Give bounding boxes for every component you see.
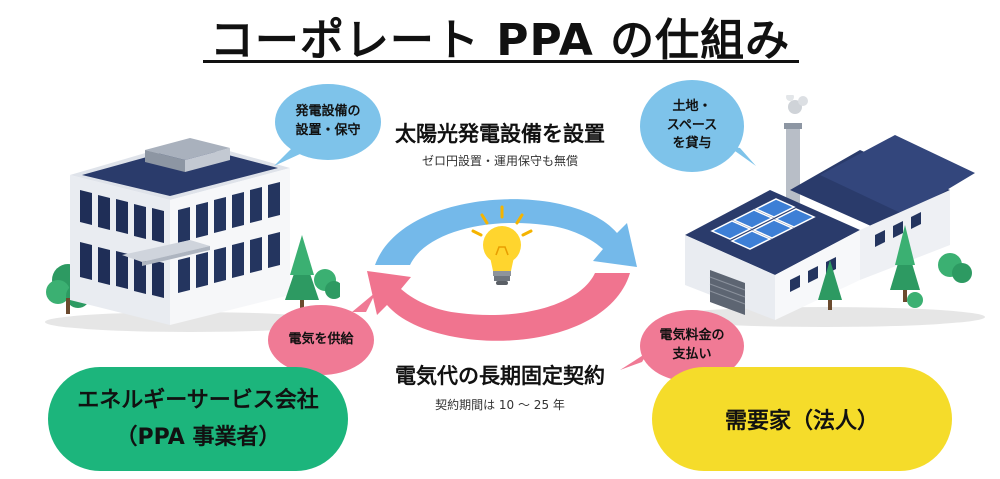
office-building-icon xyxy=(45,138,340,332)
provider-role: （PPA 事業者） xyxy=(115,425,281,450)
bubble-lend-space: 土地・ スペース を貸与 xyxy=(640,80,744,172)
bubble-tail xyxy=(728,146,756,166)
contract-subtext: 契約期間は 10 〜 25 年 xyxy=(435,398,565,412)
bubble-tail xyxy=(620,352,648,370)
page-title: コーポレート PPA の仕組み xyxy=(209,15,791,66)
bubble-install-maintain: 発電設備の 設置・保守 xyxy=(275,84,381,160)
bubble-tail xyxy=(274,148,300,166)
cycle-arrows xyxy=(367,199,637,341)
light-bulb-icon xyxy=(471,205,533,285)
install-heading: 太陽光発電設備を設置 xyxy=(395,122,605,146)
blue-arrow xyxy=(375,199,637,267)
title-underline xyxy=(203,60,799,63)
provider-name: エネルギーサービス会社 xyxy=(77,387,319,413)
consumer-name: 需要家（法人） xyxy=(724,409,879,434)
bubble-supply: 電気を供給 xyxy=(268,305,374,375)
factory-with-solar-panels-icon xyxy=(665,95,985,327)
install-subtext: ゼロ円設置・運用保守も無償 xyxy=(421,154,578,168)
bubble-tail xyxy=(352,292,376,312)
consumer-pill: 需要家（法人） xyxy=(652,367,952,471)
contract-heading: 電気代の長期固定契約 xyxy=(395,364,605,388)
pink-arrow xyxy=(367,271,630,341)
provider-pill: エネルギーサービス会社 （PPA 事業者） xyxy=(48,367,348,471)
